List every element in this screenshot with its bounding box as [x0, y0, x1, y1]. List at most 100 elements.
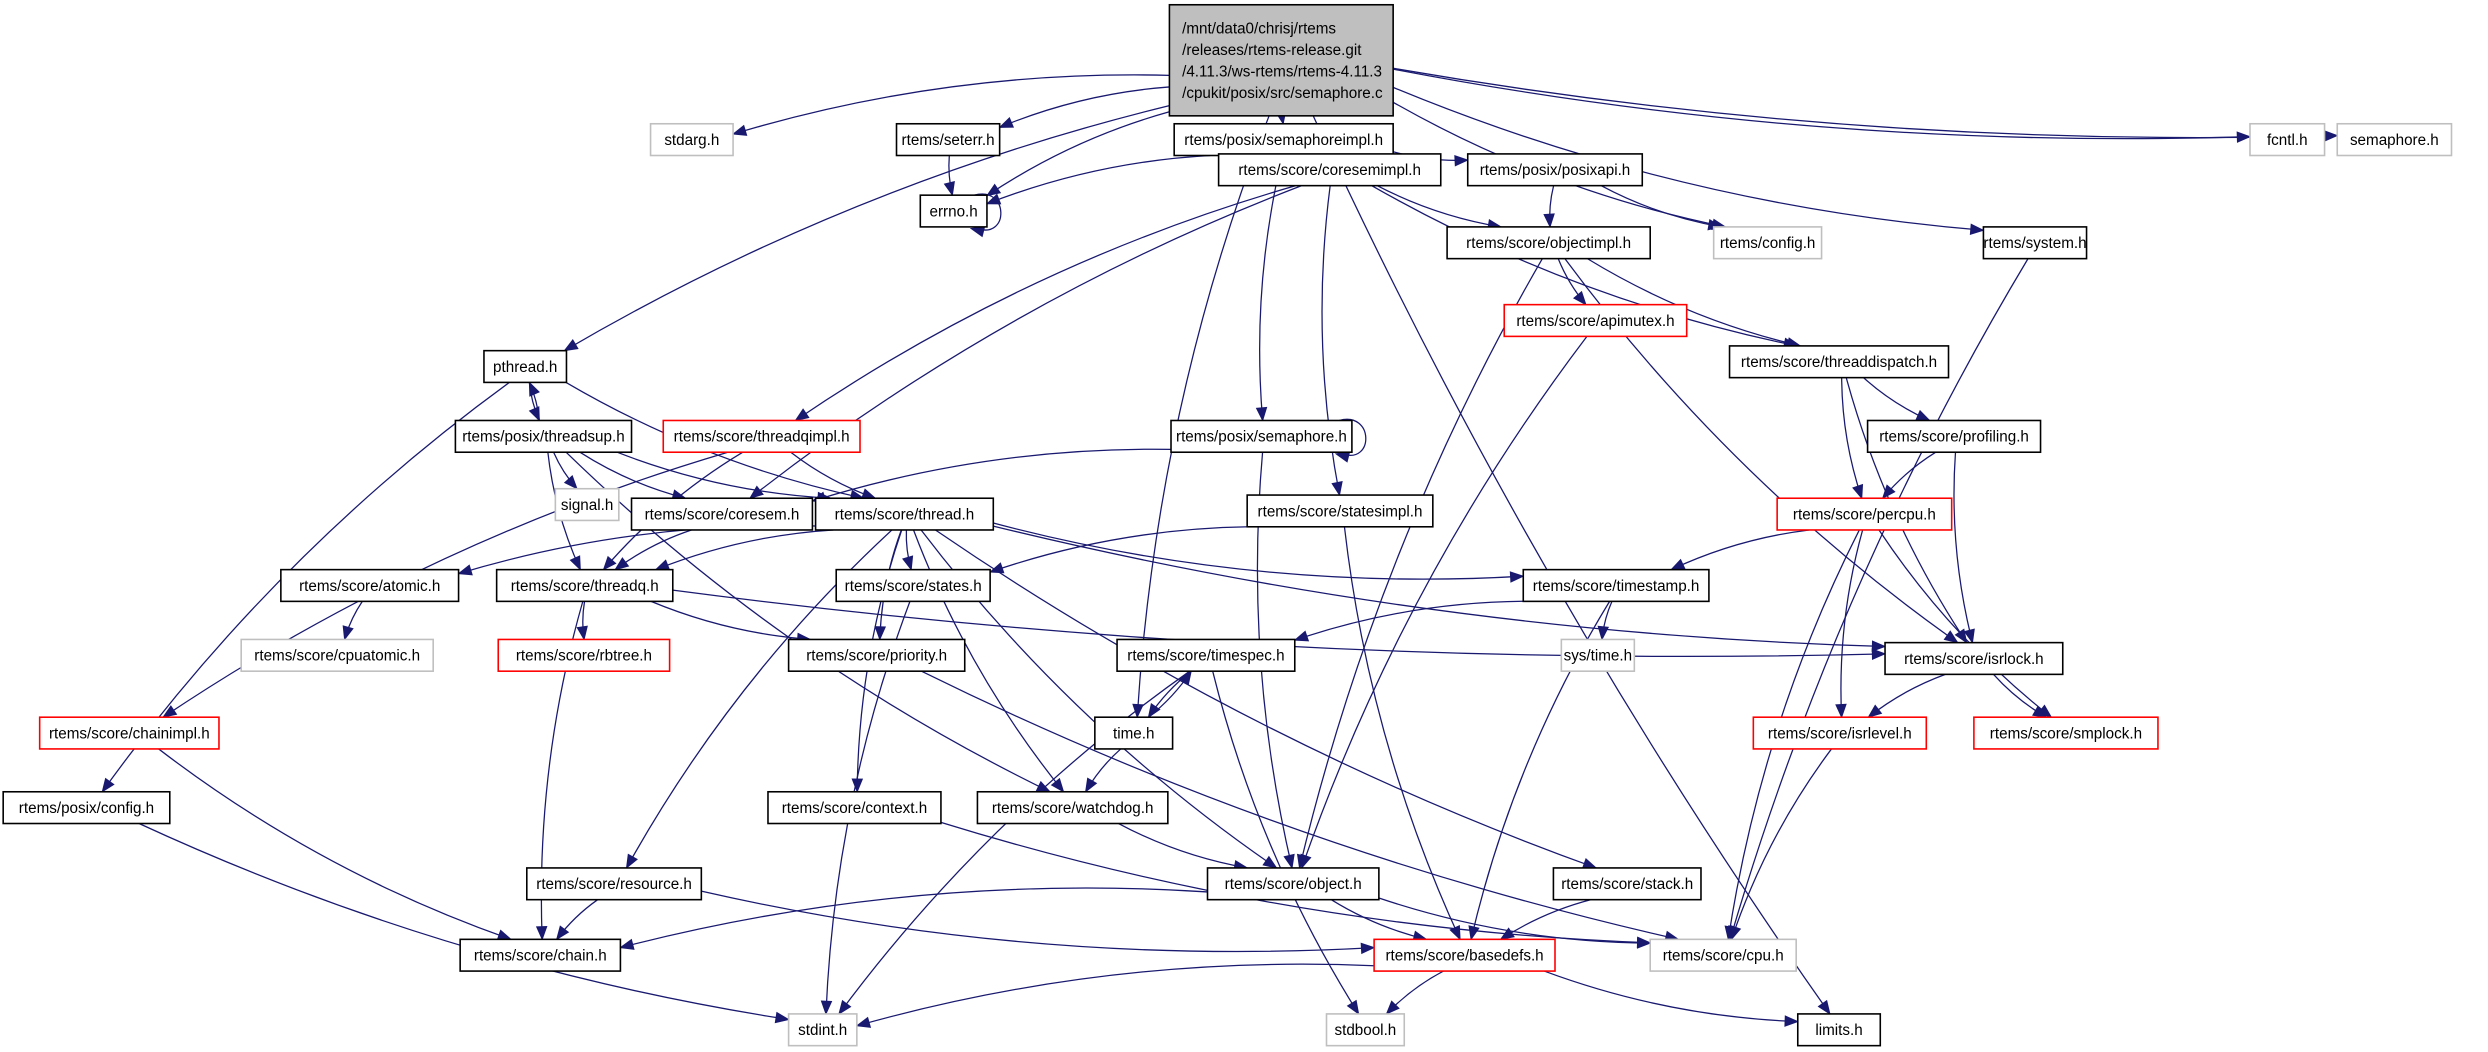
node-threadqimpl[interactable]: rtems/score/threadqimpl.h [662, 419, 861, 454]
edge-threadq-to-priority [650, 600, 812, 645]
node-label: rtems/score/isrlock.h [1904, 651, 2044, 668]
node-system[interactable]: rtems/system.h [1982, 226, 2088, 260]
node-object[interactable]: rtems/score/object.h [1206, 867, 1380, 901]
node-semaphore[interactable]: semaphore.h [2336, 122, 2453, 157]
node-states[interactable]: rtems/score/states.h [835, 568, 991, 603]
edge-pconfig-to-stdint [138, 822, 790, 1024]
node-signal[interactable]: signal.h [554, 487, 620, 522]
arrowhead [1293, 630, 1310, 642]
node-label: semaphore.h [2350, 132, 2439, 149]
node-coresemimpl[interactable]: rtems/score/coresemimpl.h [1217, 153, 1442, 187]
node-coresem[interactable]: rtems/score/coresem.h [630, 497, 814, 531]
node-basedefs[interactable]: rtems/score/basedefs.h [1373, 938, 1556, 972]
arrowhead [576, 625, 588, 641]
edge-timespec-to-stdint [838, 670, 1191, 1015]
node-watchdog[interactable]: rtems/score/watchdog.h [976, 790, 1169, 825]
node-box [1728, 345, 1950, 379]
node-posixapi[interactable]: rtems/posix/posixapi.h [1466, 153, 1644, 187]
node-config[interactable]: rtems/config.h [1712, 226, 1823, 260]
node-stdarg[interactable]: stdarg.h [649, 122, 734, 157]
node-label: rtems/score/rbtree.h [516, 648, 652, 665]
node-label: rtems/score/threadqimpl.h [674, 429, 850, 446]
node-box [787, 638, 966, 672]
edge-thread-to-threadq [654, 529, 834, 571]
node-threaddispatch[interactable]: rtems/score/threaddispatch.h [1728, 345, 1950, 379]
node-label: rtems/score/threadq.h [511, 578, 659, 595]
edge-line [1343, 526, 1461, 940]
node-atomic[interactable]: rtems/score/atomic.h [280, 568, 460, 603]
node-threadsup[interactable]: rtems/posix/threadsup.h [454, 419, 633, 454]
arrowhead [1331, 481, 1343, 497]
node-box [1752, 716, 1928, 750]
edge-line [921, 670, 1679, 940]
edge-timestamp-to-timespec [1293, 600, 1524, 642]
node-box [526, 867, 703, 901]
node-label: /mnt/data0/chrisj/rtems [1182, 21, 1336, 38]
edge-profiling-to-isrlock [1953, 452, 1975, 644]
node-systime[interactable]: sys/time.h [1560, 638, 1636, 672]
node-label: /releases/rtems-release.git [1182, 42, 1362, 59]
node-stack[interactable]: rtems/score/stack.h [1552, 867, 1702, 901]
node-rbtree[interactable]: rtems/score/rbtree.h [497, 638, 671, 672]
node-box [895, 122, 1001, 157]
edge-line [162, 451, 729, 718]
node-label: rtems/score/chain.h [474, 948, 607, 965]
node-seterr[interactable]: rtems/seterr.h [895, 122, 1001, 157]
node-threadq[interactable]: rtems/score/threadq.h [495, 568, 674, 603]
node-stdbool[interactable]: stdbool.h [1325, 1013, 1406, 1047]
node-percpu[interactable]: rtems/score/percpu.h [1776, 497, 1953, 531]
node-box [1206, 867, 1380, 901]
node-box [280, 568, 460, 603]
node-timestamp[interactable]: rtems/score/timestamp.h [1522, 568, 1710, 603]
edge-timespec-to-stdbool [1212, 671, 1360, 1016]
node-box [976, 790, 1169, 825]
arrowhead [1179, 670, 1192, 686]
node-profiling[interactable]: rtems/score/profiling.h [1866, 419, 2042, 454]
arrowhead [1835, 703, 1847, 719]
node-stdint[interactable]: stdint.h [787, 1013, 858, 1047]
node-chainimpl[interactable]: rtems/score/chainimpl.h [38, 716, 220, 750]
edge-line [1730, 748, 1832, 940]
node-box [1446, 226, 1651, 260]
node-label: /4.11.3/ws-rtems/rtems-4.11.3 [1182, 63, 1382, 80]
node-label: rtems/score/context.h [782, 800, 927, 817]
node-apimutex[interactable]: rtems/score/apimutex.h [1503, 303, 1688, 338]
node-errno[interactable]: errno.h [919, 194, 988, 228]
node-smplock[interactable]: rtems/score/smplock.h [1973, 716, 2159, 750]
node-chain[interactable]: rtems/score/chain.h [459, 938, 622, 972]
arrowhead [820, 1000, 833, 1016]
node-cpu[interactable]: rtems/score/cpu.h [1649, 938, 1797, 972]
edge-line [616, 451, 831, 499]
node-box [240, 638, 434, 672]
node-resource[interactable]: rtems/score/resource.h [526, 867, 703, 901]
edge-line [986, 111, 1170, 197]
node-box [919, 194, 988, 228]
node-cpuatomic[interactable]: rtems/score/cpuatomic.h [240, 638, 434, 672]
edge-chainimpl-to-chain [158, 748, 513, 941]
node-root[interactable]: /mnt/data0/chrisj/rtems/releases/rtems-r… [1168, 3, 1394, 117]
node-box [835, 568, 991, 603]
node-time[interactable]: time.h [1094, 716, 1174, 750]
edge-objectimpl-to-apimutex [1557, 258, 1587, 306]
node-priority[interactable]: rtems/score/priority.h [787, 638, 966, 672]
node-label: rtems/posix/config.h [19, 800, 154, 817]
node-pconfig[interactable]: rtems/posix/config.h [2, 790, 171, 825]
node-timespec[interactable]: rtems/score/timespec.h [1116, 638, 1296, 672]
node-pthread[interactable]: pthread.h [483, 349, 568, 384]
node-isrlevel[interactable]: rtems/score/isrlevel.h [1752, 716, 1928, 750]
node-objectimpl[interactable]: rtems/score/objectimpl.h [1446, 226, 1651, 260]
node-isrlock[interactable]: rtems/score/isrlock.h [1884, 641, 2064, 676]
edge-line [1392, 86, 1984, 231]
node-psemaphore[interactable]: rtems/posix/semaphore.h [1170, 419, 1353, 454]
arrowhead [1817, 999, 1831, 1015]
node-label: rtems/posix/semaphore.h [1176, 429, 1347, 446]
arrowhead [902, 555, 914, 571]
arrowhead [1943, 630, 1959, 644]
node-thread[interactable]: rtems/score/thread.h [814, 497, 995, 531]
node-context[interactable]: rtems/score/context.h [767, 790, 942, 825]
node-fcntl[interactable]: fcntl.h [2249, 122, 2326, 157]
node-limits[interactable]: limits.h [1796, 1013, 1882, 1047]
node-semimpl[interactable]: rtems/posix/semaphoreimpl.h [1173, 122, 1394, 157]
node-statesimpl[interactable]: rtems/score/statesimpl.h [1246, 494, 1434, 528]
